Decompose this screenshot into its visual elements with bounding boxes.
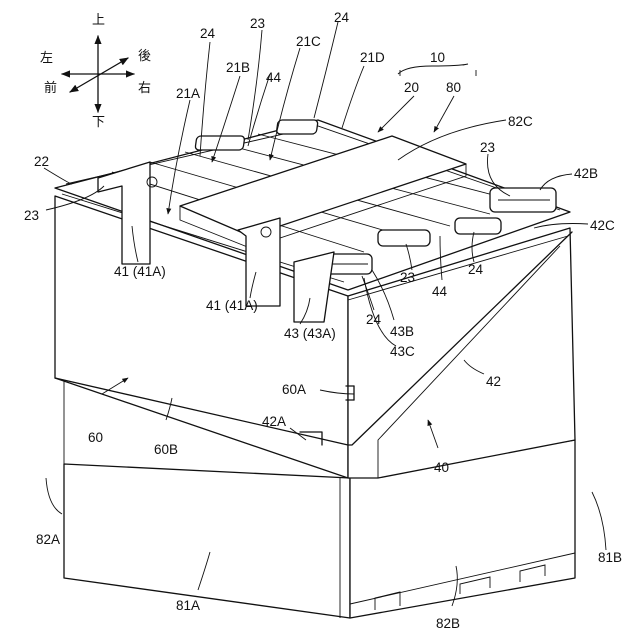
label-23-right: 23 bbox=[480, 140, 495, 155]
label-80: 80 bbox=[446, 80, 461, 95]
label-21a: 21A bbox=[176, 86, 200, 101]
case-front-face bbox=[64, 464, 350, 618]
label-23-mid: 23 bbox=[400, 270, 415, 285]
terminal-rear-right bbox=[276, 120, 318, 134]
direction-compass: 上 下 左 右 前 後 bbox=[40, 13, 151, 130]
terminal-front-right bbox=[455, 218, 501, 234]
label-42a: 42A bbox=[262, 414, 286, 429]
label-41a-mid: 41 (41A) bbox=[206, 298, 258, 313]
label-44-mid: 44 bbox=[432, 284, 448, 299]
label-43a: 43 (43A) bbox=[284, 326, 336, 341]
label-21d: 21D bbox=[360, 50, 385, 65]
compass-front-label: 前 bbox=[44, 80, 57, 96]
label-41a-left: 41 (41A) bbox=[114, 264, 166, 279]
label-10: 10 bbox=[430, 50, 445, 65]
label-43c: 43C bbox=[390, 344, 415, 359]
label-42b: 42B bbox=[574, 166, 598, 181]
label-22: 22 bbox=[34, 154, 49, 169]
compass-up-label: 上 bbox=[92, 13, 105, 28]
compass-down-label: 下 bbox=[92, 115, 105, 130]
label-24-top-right: 24 bbox=[334, 10, 350, 25]
label-60: 60 bbox=[88, 430, 103, 445]
label-21c: 21C bbox=[296, 34, 321, 49]
label-42: 42 bbox=[486, 374, 501, 389]
compass-right-label: 右 bbox=[138, 81, 151, 96]
label-81b: 81B bbox=[598, 550, 622, 565]
compass-rear-label: 後 bbox=[138, 49, 151, 64]
label-42c: 42C bbox=[590, 218, 615, 233]
compass-left-label: 左 bbox=[40, 51, 53, 66]
label-24-mid-right: 24 bbox=[468, 262, 484, 277]
label-82b: 82B bbox=[436, 616, 460, 631]
label-44-top: 44 bbox=[266, 70, 282, 85]
label-24-top-left: 24 bbox=[200, 26, 216, 41]
label-23-left: 23 bbox=[24, 208, 39, 223]
label-60a: 60A bbox=[282, 382, 306, 397]
label-24-mid: 24 bbox=[366, 312, 382, 327]
label-20: 20 bbox=[404, 80, 419, 95]
label-82c: 82C bbox=[508, 114, 533, 129]
label-21b: 21B bbox=[226, 60, 250, 75]
label-40: 40 bbox=[434, 460, 449, 475]
label-23-top: 23 bbox=[250, 16, 265, 31]
terminal-front-mid bbox=[378, 230, 430, 246]
label-43b: 43B bbox=[390, 324, 414, 339]
label-60b: 60B bbox=[154, 442, 178, 457]
label-81a: 81A bbox=[176, 598, 200, 613]
label-82a: 82A bbox=[36, 532, 60, 547]
